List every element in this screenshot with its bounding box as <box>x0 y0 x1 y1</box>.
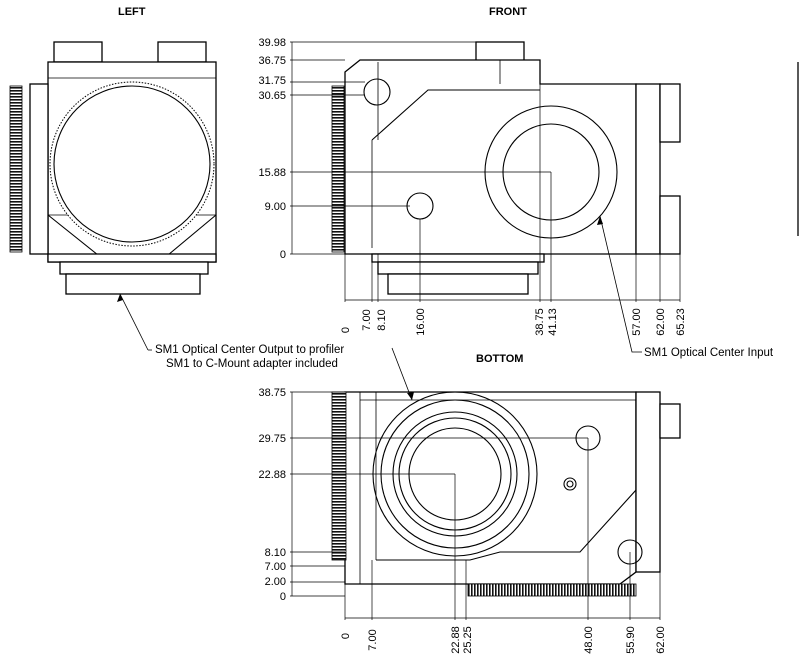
mount-hole-top <box>363 78 391 106</box>
knurled-strip-icon <box>467 583 637 597</box>
bottom-dim-v-1: 29.75 <box>258 433 286 445</box>
bottom-view-title: BOTTOM <box>476 353 523 365</box>
bottom-dim-h-3: 25.25 <box>462 626 474 654</box>
bottom-dim-v-0: 38.75 <box>258 387 286 399</box>
bottom-dim-v-5: 2.00 <box>265 576 286 588</box>
set-screw-icon <box>563 477 577 491</box>
front-dim-h-6: 57.00 <box>631 308 643 336</box>
bottom-dim-h-5: 55.90 <box>625 626 637 654</box>
output-note-line1: SM1 Optical Center Output to profiler <box>155 344 344 356</box>
callout-arrowheads <box>117 216 603 400</box>
bottom-dim-h-4: 48.00 <box>583 626 595 654</box>
front-dim-h-5: 41.13 <box>547 308 559 336</box>
callouts <box>119 215 642 401</box>
bottom-dim-v-3: 8.10 <box>265 547 286 559</box>
bottom-dimension-lines <box>290 391 661 620</box>
front-view-title: FRONT <box>489 6 527 18</box>
bottom-view <box>331 391 681 597</box>
front-dim-h-7: 62.00 <box>655 308 667 336</box>
bottom-vertical-dims: 38.75 29.75 22.88 8.10 7.00 2.00 0 <box>258 387 286 603</box>
bottom-dim-v-6: 0 <box>280 591 286 603</box>
bottom-dim-h-6: 62.00 <box>655 626 667 654</box>
bottom-dim-h-2: 22.88 <box>450 626 462 654</box>
bottom-dim-h-1: 7.00 <box>367 629 379 650</box>
output-note-line2: SM1 to C-Mount adapter included <box>166 358 338 370</box>
front-view <box>331 41 681 295</box>
knurled-ring-icon <box>331 85 345 253</box>
front-dim-v-0: 39.98 <box>258 37 286 49</box>
front-dim-v-4: 15.88 <box>258 167 286 179</box>
front-dim-v-3: 30.65 <box>258 90 286 102</box>
front-dim-h-2: 8.10 <box>376 309 388 330</box>
front-dim-v-6: 0 <box>280 249 286 261</box>
input-note: SM1 Optical Center Input <box>644 347 774 359</box>
front-dim-h-8: 65.23 <box>675 308 687 336</box>
front-dim-h-3: 16.00 <box>415 308 427 336</box>
knurled-ring-icon <box>331 391 347 561</box>
bottom-dim-v-4: 7.00 <box>265 561 286 573</box>
front-dim-v-2: 31.75 <box>258 75 286 87</box>
left-view <box>9 41 217 295</box>
bottom-dim-h-0: 0 <box>340 633 352 639</box>
front-dim-h-4: 38.75 <box>534 308 546 336</box>
left-view-title: LEFT <box>118 6 146 18</box>
front-dim-h-1: 7.00 <box>361 309 373 330</box>
knurled-ring-icon <box>9 85 23 253</box>
bottom-horizontal-dims: 0 7.00 22.88 25.25 48.00 55.90 62.00 <box>340 626 667 654</box>
front-dim-h-0: 0 <box>340 327 352 333</box>
front-horizontal-dims: 0 7.00 8.10 16.00 38.75 41.13 57.00 62.0… <box>340 308 687 336</box>
front-dim-v-1: 36.75 <box>258 55 286 67</box>
front-vertical-dims: 39.98 36.75 31.75 30.65 15.88 9.00 0 <box>258 37 286 261</box>
front-dim-v-5: 9.00 <box>265 201 286 213</box>
front-dimension-lines <box>290 41 681 302</box>
bottom-dim-v-2: 22.88 <box>258 469 286 481</box>
